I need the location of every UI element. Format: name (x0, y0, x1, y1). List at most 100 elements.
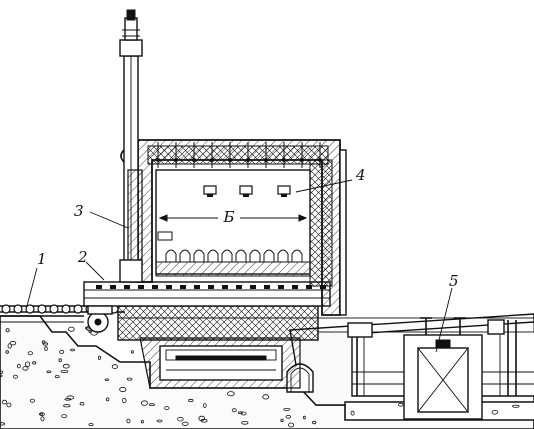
bolt (124, 285, 130, 289)
heater-foot (207, 194, 213, 197)
pebble (119, 386, 127, 393)
heaters-lower (157, 231, 303, 262)
roller (13, 304, 23, 314)
pebble (280, 418, 284, 423)
pebble (241, 420, 249, 425)
anchor-head (282, 158, 286, 162)
heater-arch (193, 249, 205, 262)
pebble (70, 348, 76, 352)
pebble (2, 399, 7, 405)
roller (73, 304, 83, 314)
pebble (130, 350, 134, 354)
heater (203, 185, 217, 195)
pebble (88, 330, 92, 333)
pebble (262, 394, 270, 400)
heater-arch (221, 249, 233, 262)
bolt (166, 285, 172, 289)
pebble (24, 361, 31, 367)
pebble (32, 361, 37, 365)
pebble (98, 355, 102, 360)
heater-foot (243, 194, 249, 197)
anchor-head (192, 158, 196, 162)
pebble (140, 420, 144, 424)
thermocouple (157, 231, 173, 241)
bolt (236, 285, 242, 289)
callout-1: 1 (37, 250, 47, 268)
pebble (39, 412, 43, 416)
bolt (152, 285, 158, 289)
bolt (222, 285, 228, 289)
heater-arch (291, 249, 303, 262)
anchor-head (228, 158, 232, 162)
pebble (0, 370, 4, 374)
bolt (208, 285, 214, 289)
pebble (285, 414, 291, 419)
anchor-head (210, 158, 214, 162)
heater-arch (179, 249, 191, 262)
callout-4: 4 (355, 166, 366, 184)
furnace-chamber (137, 139, 347, 316)
pebble (40, 416, 45, 422)
pebble (105, 397, 110, 402)
pebble (58, 358, 62, 363)
pebble (140, 400, 148, 406)
pebble (60, 369, 69, 373)
heater-arch (249, 249, 261, 262)
pebble (79, 402, 85, 406)
lift-box (403, 317, 483, 420)
leader-lines (26, 179, 453, 353)
bolt (110, 285, 116, 289)
pebble (104, 378, 110, 381)
heater (277, 185, 291, 195)
roller (1, 304, 11, 314)
dimension-b: Б (158, 208, 308, 226)
dimension-label: Б (222, 208, 234, 226)
pebble (398, 402, 404, 407)
bolt (264, 285, 270, 289)
bolt (138, 285, 144, 289)
anchor-head (156, 158, 160, 162)
pebble (6, 402, 12, 408)
pebble (491, 410, 499, 415)
heater-arch (277, 249, 289, 262)
bolt (194, 285, 200, 289)
pebble (41, 340, 46, 344)
pebble (5, 350, 9, 354)
pebble (88, 423, 94, 427)
pebble (177, 417, 184, 422)
pebble (237, 411, 243, 415)
pebble (12, 374, 18, 379)
heater (239, 185, 253, 195)
hearth-foundation (117, 305, 319, 341)
pebble (54, 375, 60, 379)
bolt (250, 285, 256, 289)
pebble (188, 398, 194, 403)
pebble (227, 391, 235, 397)
pebble (164, 406, 170, 411)
roller (25, 304, 35, 314)
pebble (68, 326, 75, 332)
pebble (46, 370, 52, 374)
pebble (66, 395, 75, 400)
pebble (111, 364, 119, 369)
pebble (203, 403, 207, 408)
anchor-head (300, 158, 304, 162)
bolt (278, 285, 284, 289)
bolt (306, 285, 312, 289)
pebble (5, 328, 10, 333)
pebble (42, 342, 49, 346)
pebble (61, 414, 68, 419)
heater-arch (165, 249, 177, 262)
heater-arch (235, 249, 247, 262)
pebble (122, 397, 127, 404)
pebble (512, 404, 520, 408)
door-and-column (119, 9, 143, 283)
bolt (96, 285, 102, 289)
callouts: 1 2 3 4 5 (37, 166, 459, 290)
pebble (181, 421, 189, 426)
pebble (283, 407, 291, 411)
pebble (350, 410, 355, 416)
pebble (62, 363, 70, 369)
